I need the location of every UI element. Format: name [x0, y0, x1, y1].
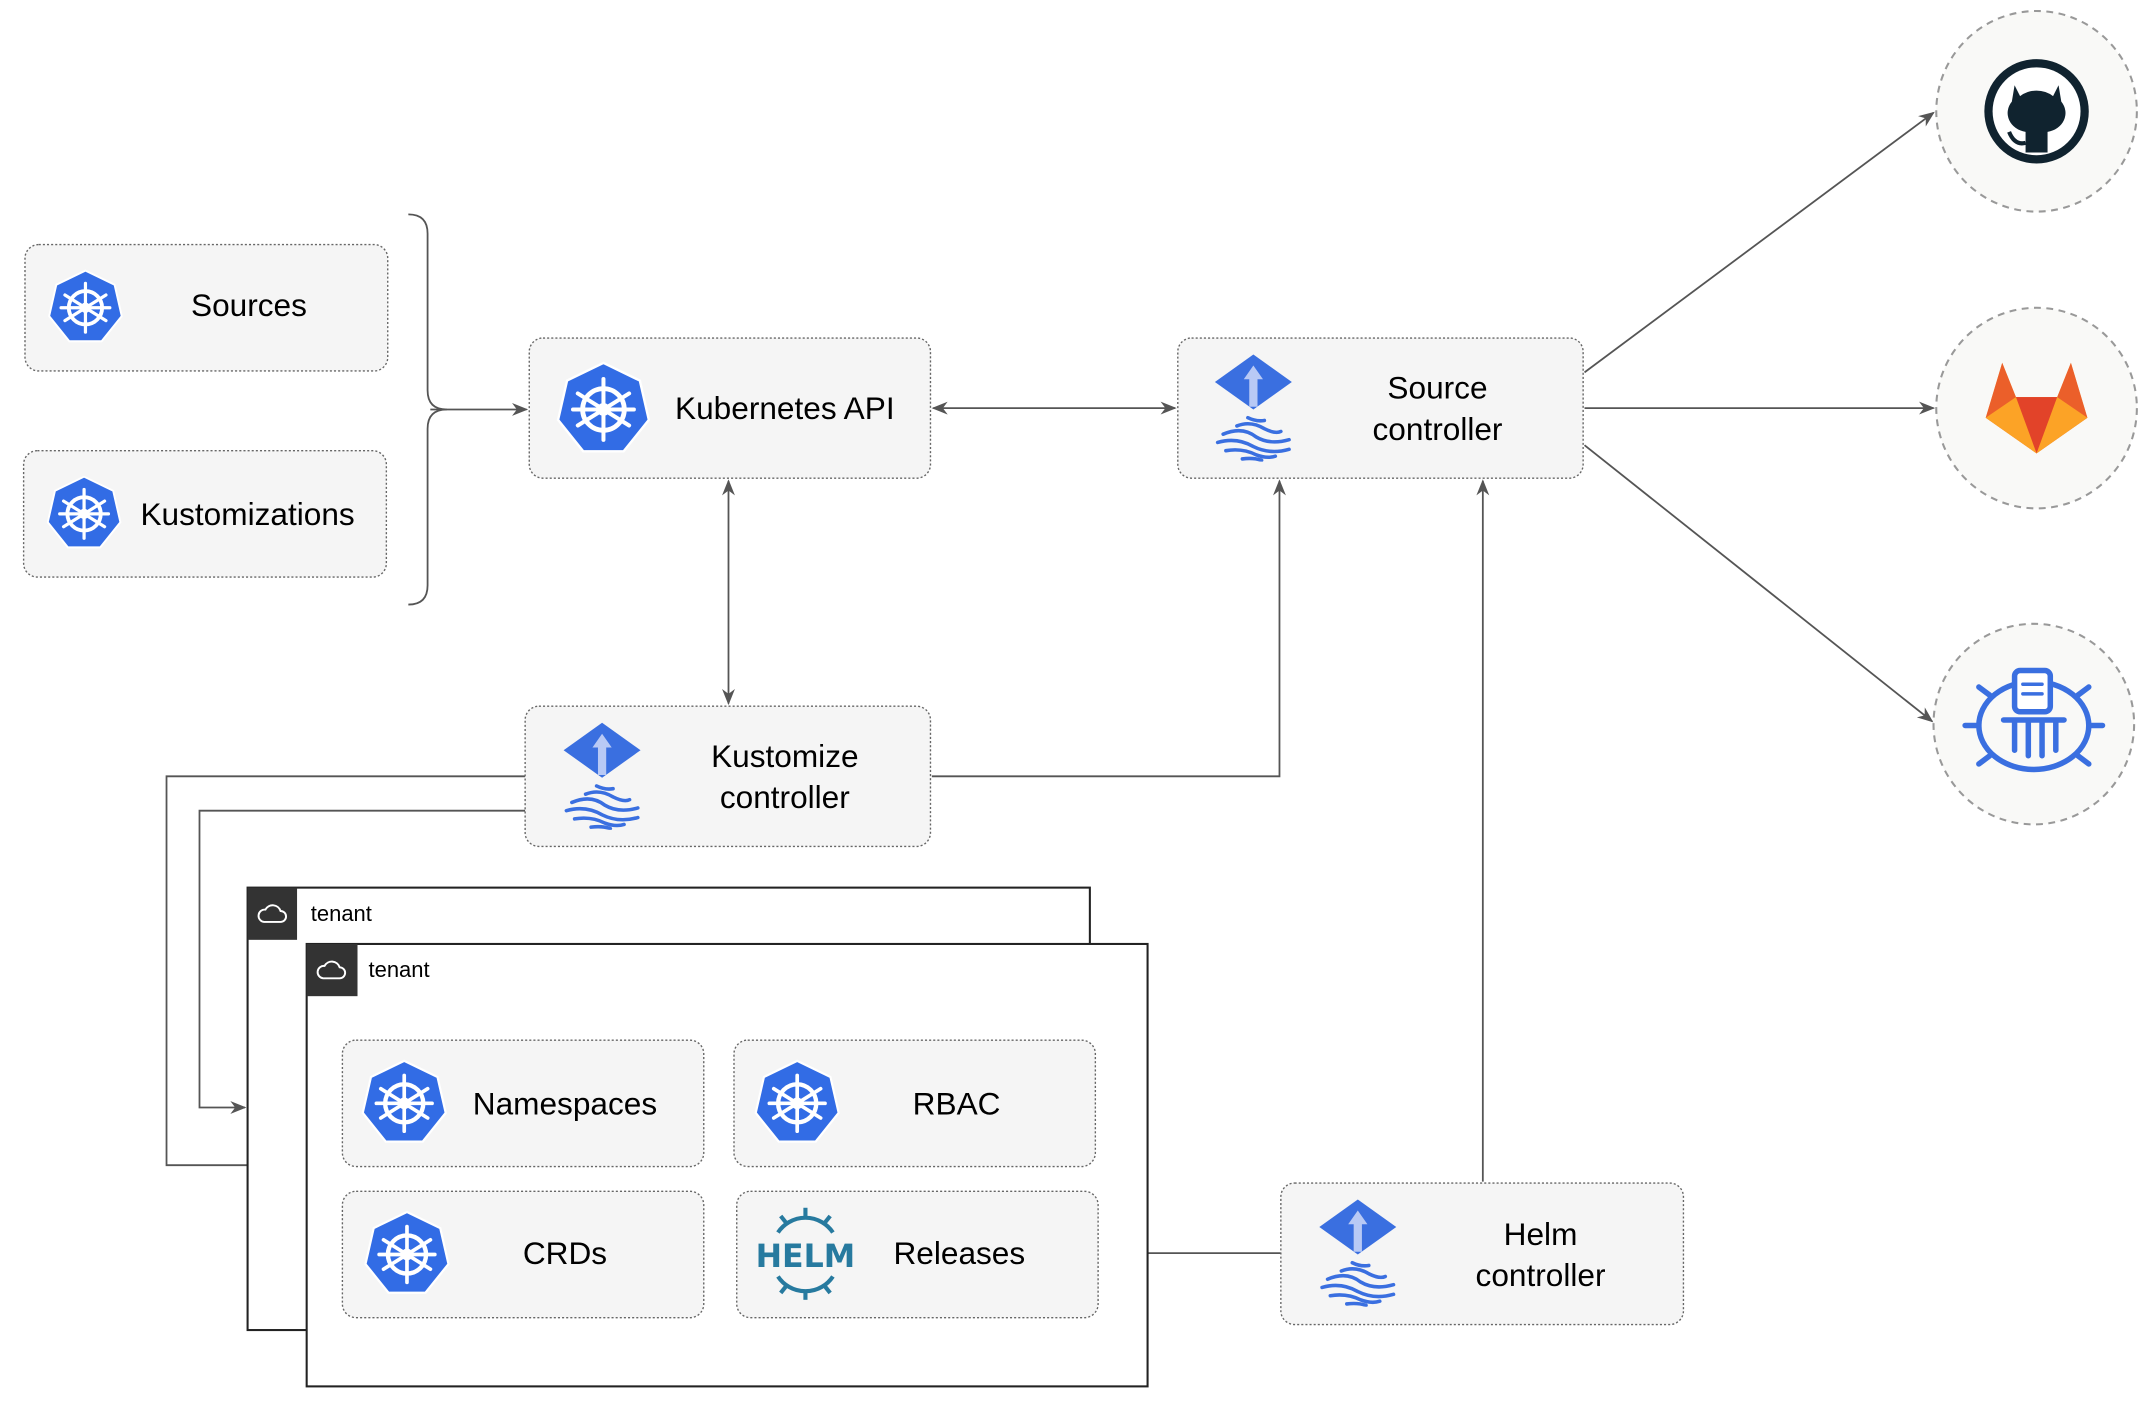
- node-rbac[interactable]: RBAC: [733, 1039, 1097, 1168]
- github-icon: [1984, 59, 2089, 164]
- github-node[interactable]: [1935, 9, 2138, 213]
- node-label-line1: Kustomize: [711, 738, 858, 774]
- node-label: RBAC: [913, 1085, 1001, 1121]
- node-crds[interactable]: CRDs: [341, 1190, 705, 1319]
- node-sources[interactable]: Sources: [24, 243, 389, 372]
- node-label-line2: controller: [1476, 1257, 1606, 1293]
- node-label: CRDs: [523, 1235, 607, 1271]
- edge-source-github: [1583, 111, 1935, 374]
- helm-icon: [776, 1207, 835, 1300]
- gitlab-node[interactable]: [1935, 306, 2138, 510]
- helm-logo-text: HELM: [756, 1239, 856, 1275]
- node-releases[interactable]: HELM Releases: [736, 1190, 1099, 1319]
- edge-source-harbor: [1583, 444, 1934, 723]
- node-label-line2: controller: [1373, 411, 1503, 447]
- node-label-line1: Helm: [1504, 1216, 1578, 1252]
- edge-kustomize-tenant-back: [198, 809, 526, 1114]
- node-namespaces[interactable]: Namespaces: [341, 1039, 705, 1168]
- tenant-label: tenant: [311, 901, 372, 926]
- tenant-label: tenant: [369, 957, 430, 982]
- node-label-line2: controller: [720, 779, 850, 815]
- harbor-icon: [1962, 667, 2106, 773]
- node-source-controller[interactable]: Source controller: [1177, 337, 1584, 479]
- node-label-line1: Source: [1387, 370, 1487, 406]
- node-label: Sources: [191, 287, 307, 323]
- node-label: Kustomizations: [140, 496, 354, 532]
- node-label: Namespaces: [473, 1085, 657, 1121]
- node-helm-controller[interactable]: Helm controller: [1280, 1182, 1685, 1326]
- node-label: Releases: [893, 1235, 1025, 1271]
- edge-kustomize-tenant-front: [165, 775, 526, 1172]
- gitlab-icon: [1985, 362, 2088, 454]
- node-kustomizations[interactable]: Kustomizations: [22, 449, 388, 578]
- harbor-node[interactable]: [1932, 622, 2136, 826]
- node-label: Kubernetes API: [675, 390, 895, 426]
- node-kustomize-controller[interactable]: Kustomize controller: [524, 705, 932, 848]
- edge-kustomize-source: [931, 479, 1286, 778]
- node-kubernetes-api[interactable]: Kubernetes API: [528, 337, 932, 479]
